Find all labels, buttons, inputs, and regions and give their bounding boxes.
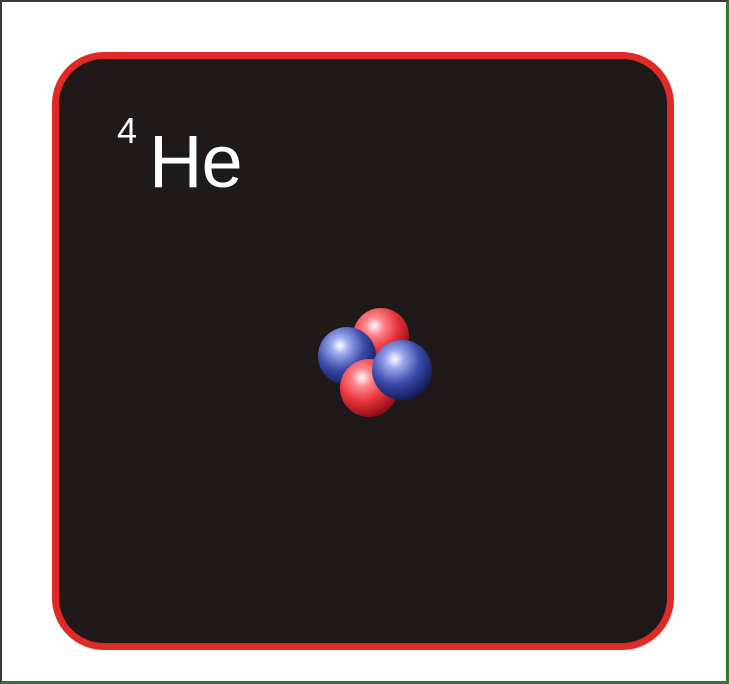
- mass-number: 4: [117, 110, 138, 151]
- isotope-tile: 4 He: [52, 52, 674, 650]
- neutron-right: [372, 340, 432, 400]
- element-symbol: He: [149, 120, 243, 203]
- helium-nucleus: [318, 308, 432, 417]
